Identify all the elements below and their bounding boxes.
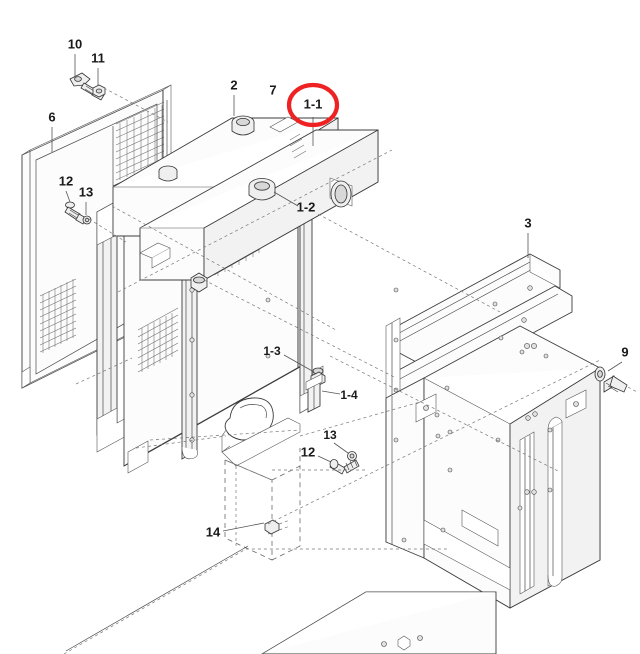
callout-label-2: 2 [230, 77, 237, 92]
callout-label-1-3: 1-3 [263, 344, 281, 358]
callout-label-1-1: 1-1 [304, 96, 323, 111]
callout-label-6: 6 [48, 109, 55, 124]
part-1-1-upper-tank [112, 115, 379, 293]
callout-label-11: 11 [91, 50, 105, 65]
callout-leader-lines [51, 54, 623, 532]
bottom-plate-left [63, 545, 448, 654]
callout-label-13a: 13 [79, 184, 93, 199]
part-13-washer-upper [82, 215, 92, 225]
guard-mesh-lower [39, 278, 77, 353]
core-mesh-left [137, 307, 179, 373]
callout-label-3: 3 [524, 215, 531, 230]
bottom-plate-right [261, 591, 497, 654]
callout-label-9: 9 [621, 344, 628, 359]
part-14-shroud-panel [221, 397, 301, 561]
alignment-lines [75, 87, 601, 525]
part-1-4-lower-fitting [305, 373, 323, 413]
tank-texture [289, 133, 307, 159]
guard-mesh-top [115, 101, 165, 181]
part-9-bolt [594, 366, 638, 393]
part-11-nut [92, 84, 106, 98]
callout-label-10: 10 [68, 36, 82, 51]
part-12-bolt-lower [329, 458, 360, 475]
callout-label-1-4: 1-4 [340, 388, 358, 402]
callout-label-14: 14 [206, 524, 221, 539]
highlight-circle-1-1 [286, 82, 340, 128]
callout-label-12a: 12 [59, 173, 73, 188]
callout-label-12c: 12 [301, 444, 315, 459]
callout-label-1-2: 1-2 [297, 199, 316, 214]
part-3-support-frame [385, 253, 601, 609]
part-13-washer-lower [347, 451, 357, 461]
callout-label-7: 7 [269, 82, 276, 97]
callout-label-13c: 13 [323, 428, 337, 442]
